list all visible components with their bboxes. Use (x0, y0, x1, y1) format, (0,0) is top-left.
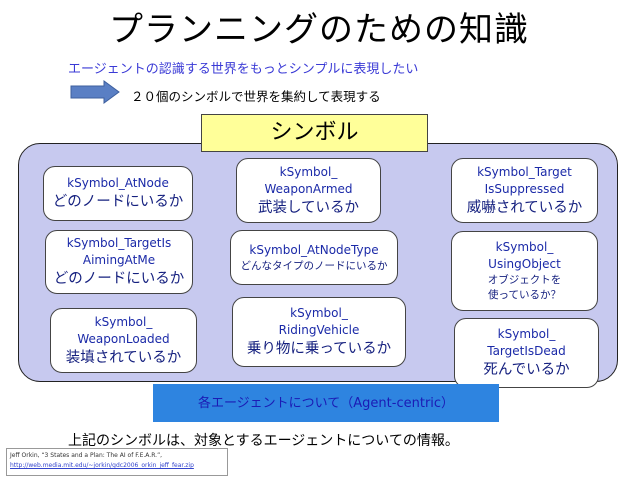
symbol-card-at-node: kSymbol_AtNode どのノードにいるか (43, 166, 193, 221)
symbol-name: kSymbol_ (290, 306, 348, 320)
symbol-card-weapon-loaded: kSymbol_ WeaponLoaded 装填されているか (50, 308, 197, 373)
citation-text: Jeff Orkin, “3 States and a Plan: The AI… (10, 452, 163, 459)
symbol-description: 乗り物に乗っているか (246, 341, 392, 357)
symbol-description: どのノードにいるか (53, 271, 185, 287)
symbol-card-at-node-type: kSymbol_AtNodeType どんなタイプのノードにいるか (230, 230, 398, 285)
symbol-card-using-object: kSymbol_ UsingObject オブジェクトを 使っているか？ (451, 231, 598, 311)
symbol-description: 武装しているか (257, 199, 360, 216)
symbol-name-line2: AimingAtMe (82, 253, 156, 267)
symbol-description: 装填されているか (65, 349, 182, 366)
symbol-name: kSymbol_AtNode (67, 176, 169, 190)
symbol-description: どんなタイプのノードにいるか (240, 259, 388, 272)
symbol-description: どのノードにいるか (52, 194, 184, 210)
symbol-name-line2: WeaponArmed (264, 181, 353, 196)
note-text: 上記のシンボルは、対象とするエージェントについての情報。 (68, 433, 459, 449)
arrow-caption: ２０個のシンボルで世界を集約して表現する (131, 89, 381, 104)
symbol-description-line2: 使っているか？ (488, 289, 561, 301)
symbol-name-line2: UsingObject (488, 257, 561, 271)
agent-centric-banner: 各エージェントについて（Agent-centric） (153, 384, 499, 422)
citation-link[interactable]: http://web.media.mit.edu/~jorkin/gdc2006… (10, 462, 194, 469)
page-title: プランニングのための知識 (109, 10, 529, 50)
symbol-name: kSymbol_TargetIs (66, 236, 172, 250)
symbol-name: kSymbol_ (279, 164, 338, 179)
symbol-name-line2: TargetIsDead (487, 344, 566, 358)
right-arrow-icon (70, 80, 120, 104)
subtitle: エージェントの認識する世界をもっとシンプルに表現したい (68, 62, 419, 77)
symbol-card-target-is-suppressed: kSymbol_Target IsSuppressed 威嚇されているか (451, 158, 598, 223)
symbol-name: kSymbol_ (495, 240, 554, 254)
citation-box: Jeff Orkin, “3 States and a Plan: The AI… (6, 448, 228, 476)
symbol-card-riding-vehicle: kSymbol_ RidingVehicle 乗り物に乗っているか (232, 297, 406, 367)
symbol-description: 死んでいるか (483, 362, 570, 378)
symbol-card-weapon-armed: kSymbol_ WeaponArmed 武装しているか (236, 158, 381, 223)
symbol-description: オブジェクトを (487, 274, 562, 286)
symbol-name: kSymbol_ (497, 327, 556, 341)
symbol-name-line2: IsSuppressed (484, 181, 565, 196)
symbol-name-line2: RidingVehicle (278, 323, 360, 337)
symbol-card-target-is-aiming-at-me: kSymbol_TargetIs AimingAtMe どのノードにいるか (45, 230, 193, 294)
symbol-card-target-is-dead: kSymbol_ TargetIsDead 死んでいるか (454, 318, 599, 388)
symbol-name: kSymbol_AtNodeType (249, 242, 379, 257)
symbol-name-line2: WeaponLoaded (77, 331, 170, 346)
symbol-name: kSymbol_Target (477, 164, 572, 179)
symbol-name: kSymbol_ (94, 314, 153, 329)
symbol-description: 威嚇されているか (466, 199, 583, 216)
symbol-header: シンボル (201, 114, 428, 152)
